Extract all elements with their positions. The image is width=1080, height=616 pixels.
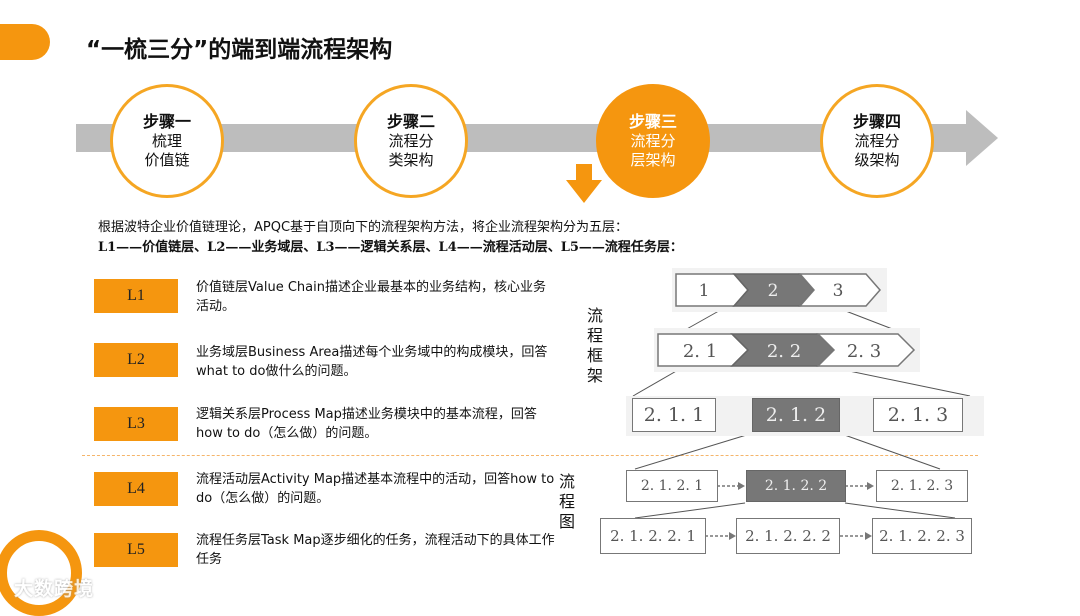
label-process-framework: 流程框架 bbox=[586, 306, 603, 385]
row3-box-2: 2. 1. 2 bbox=[752, 398, 840, 432]
dashed-divider bbox=[82, 455, 978, 456]
watermark-logo: 大数跨境 bbox=[14, 578, 95, 600]
row1-chevron-3 bbox=[798, 273, 881, 307]
steps-arrow-bar bbox=[76, 124, 968, 152]
row1-chevrons: 1 2 3 bbox=[672, 268, 887, 312]
row1-label-2: 2 bbox=[768, 281, 779, 301]
row2-chevrons: 2. 1 2. 2 2. 3 bbox=[654, 328, 920, 372]
step-3-desc-line1: 流程分 bbox=[630, 132, 676, 150]
step-4-desc-line1: 流程分 bbox=[854, 132, 900, 150]
intro-text: 根据波特企业价值链理论，APQC基于自顶向下的流程架构方法，将企业流程架构分为五… bbox=[98, 218, 683, 258]
page-title: “一梳三分”的端到端流程架构 bbox=[86, 37, 393, 63]
row4-box-3: 2. 1. 2. 3 bbox=[876, 470, 968, 502]
level-l4-box: L4 bbox=[94, 472, 178, 506]
row1-chevron-1 bbox=[675, 273, 749, 307]
step-2-circle: 步骤二 流程分 类架构 bbox=[354, 84, 468, 198]
level-l2-desc: 业务域层Business Area描述每个业务域中的构成模块，回答what to… bbox=[196, 345, 548, 379]
intro-line2: L1——价值链层、L2——业务域层、L3——逻辑关系层、L4——流程活动层、L5… bbox=[98, 240, 683, 255]
level-l5-box: L5 bbox=[94, 533, 178, 567]
title-accent-tab bbox=[0, 24, 50, 60]
step-1-title: 步骤一 bbox=[142, 112, 191, 131]
step-3-title: 步骤三 bbox=[628, 112, 677, 131]
label-process-diagram: 流程图 bbox=[558, 472, 575, 531]
step-4-circle: 步骤四 流程分 级架构 bbox=[820, 84, 934, 198]
level-l5-desc: 流程任务层Task Map逐步细化的任务，流程活动下的具体工作任务 bbox=[196, 533, 555, 567]
steps-arrow-head bbox=[966, 110, 998, 166]
down-arrow-icon bbox=[566, 164, 602, 203]
step-4-title: 步骤四 bbox=[852, 112, 901, 131]
intro-line1: 根据波特企业价值链理论，APQC基于自顶向下的流程架构方法，将企业流程架构分为五… bbox=[98, 220, 629, 235]
row4-box-2: 2. 1. 2. 2 bbox=[746, 470, 846, 502]
row3-box-3: 2. 1. 3 bbox=[873, 398, 963, 432]
level-l3-desc: 逻辑关系层Process Map描述业务模块中的基本流程，回答how to do… bbox=[196, 407, 537, 441]
step-4-desc-line2: 级架构 bbox=[854, 151, 900, 169]
step-2-desc-line1: 流程分 bbox=[388, 132, 434, 150]
row2-label-2: 2. 2 bbox=[767, 341, 801, 362]
level-l4-desc: 流程活动层Activity Map描述基本流程中的活动，回答how to do（… bbox=[196, 472, 555, 506]
level-l1-desc: 价值链层Value Chain描述企业最基本的业务结构，核心业务活动。 bbox=[196, 280, 546, 314]
step-2-desc-line2: 类架构 bbox=[388, 151, 434, 169]
step-1-desc-line1: 梳理 bbox=[151, 132, 182, 150]
step-1-circle: 步骤一 梳理 价值链 bbox=[110, 84, 224, 198]
step-3-circle: 步骤三 流程分 层架构 bbox=[596, 84, 710, 198]
level-l2-box: L2 bbox=[94, 343, 178, 377]
row5-box-3: 2. 1. 2. 2. 3 bbox=[872, 518, 972, 554]
step-2-title: 步骤二 bbox=[386, 112, 435, 131]
step-3-desc-line2: 层架构 bbox=[630, 151, 676, 169]
row1-label-3: 3 bbox=[833, 281, 844, 301]
row2-chevron-3 bbox=[816, 333, 916, 367]
row4-box-1: 2. 1. 2. 1 bbox=[626, 470, 718, 502]
row5-box-2: 2. 1. 2. 2. 2 bbox=[736, 518, 840, 554]
level-l1-box: L1 bbox=[94, 279, 178, 313]
row2-label-1: 2. 1 bbox=[683, 341, 717, 362]
level-l3-box: L3 bbox=[94, 407, 178, 441]
row3-box-1: 2. 1. 1 bbox=[632, 398, 716, 432]
row2-label-3: 2. 3 bbox=[847, 341, 881, 362]
step-1-desc-line2: 价值链 bbox=[144, 151, 190, 169]
logo-ring bbox=[0, 530, 82, 616]
row1-label-1: 1 bbox=[699, 281, 710, 301]
row5-box-1: 2. 1. 2. 2. 1 bbox=[600, 518, 706, 554]
